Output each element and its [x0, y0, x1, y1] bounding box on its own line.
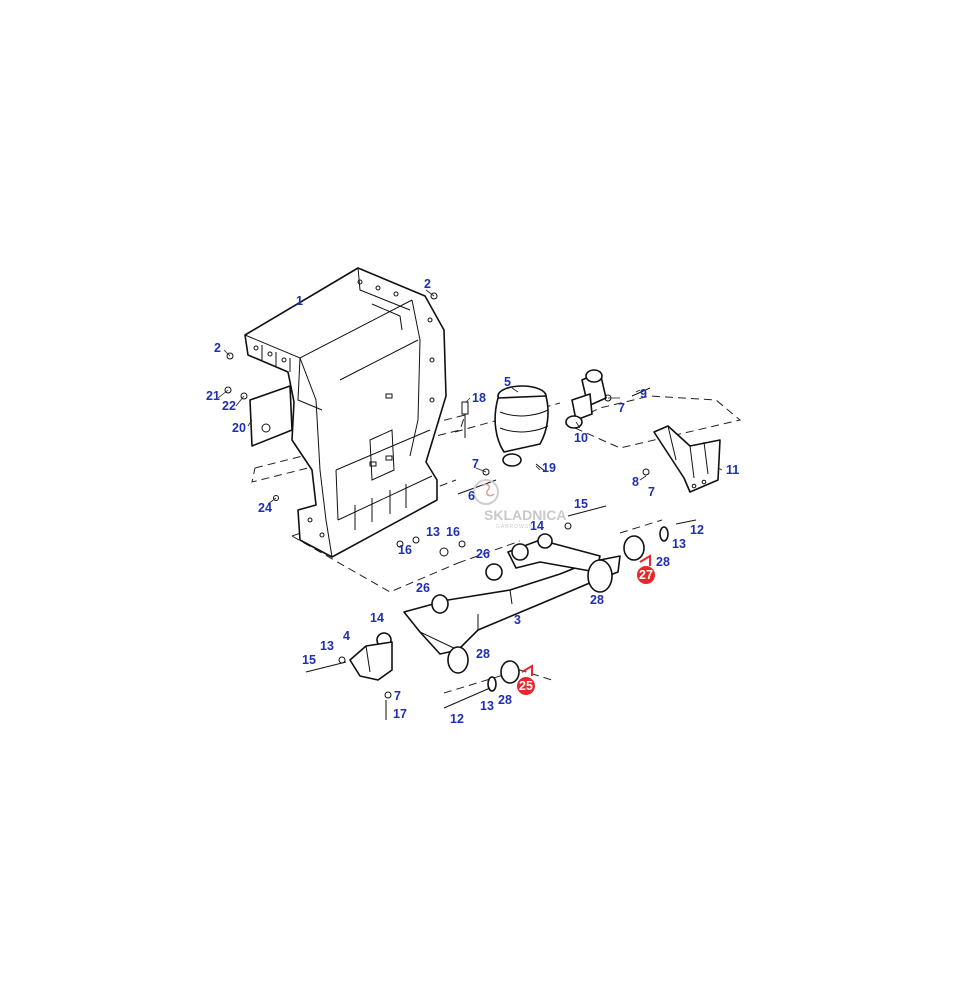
callout-7-spring[interactable]: 7 [472, 457, 479, 471]
callout-13-lower[interactable]: 13 [480, 699, 494, 713]
watermark: SKLADNICA GABROWSKI [473, 479, 566, 530]
callout-21[interactable]: 21 [206, 389, 220, 403]
callout-28-upper-right[interactable]: 28 [656, 555, 670, 569]
callout-14-lower[interactable]: 14 [370, 611, 384, 625]
callout-28-lower[interactable]: 28 [498, 693, 512, 707]
air-spring-part [494, 385, 549, 467]
callout-28-right[interactable]: 28 [590, 593, 604, 607]
callout-26-lower[interactable]: 26 [416, 581, 430, 595]
callout-12-right[interactable]: 12 [690, 523, 704, 537]
callout-5[interactable]: 5 [504, 375, 511, 389]
callout-3[interactable]: 3 [514, 613, 521, 627]
callout-14-upper[interactable]: 14 [530, 519, 544, 533]
mounting-plate-part [249, 385, 293, 447]
shock-absorber-part [565, 369, 607, 429]
callout-27-label: 27 [639, 568, 653, 582]
highlight-callout-27[interactable]: 27 [637, 554, 655, 584]
callout-20[interactable]: 20 [232, 421, 246, 435]
callout-26-upper[interactable]: 26 [476, 547, 490, 561]
callout-24[interactable]: 24 [258, 501, 272, 515]
callout-7-bracket[interactable]: 7 [648, 485, 655, 499]
callout-9[interactable]: 9 [640, 387, 647, 401]
bolt-parts [224, 292, 697, 720]
callout-8[interactable]: 8 [632, 475, 639, 489]
leader-lines [217, 289, 723, 505]
bushing-parts [376, 526, 669, 692]
callout-2-left[interactable]: 2 [214, 341, 221, 355]
callout-22[interactable]: 22 [222, 399, 236, 413]
callout-11[interactable]: 11 [726, 463, 739, 477]
callout-16-right[interactable]: 16 [446, 525, 460, 539]
callout-16-left[interactable]: 16 [398, 543, 412, 557]
callout-7-lower[interactable]: 7 [394, 689, 401, 703]
callout-1[interactable]: 1 [296, 294, 303, 308]
watermark-subtext: GABROWSKI [496, 524, 536, 530]
part-callouts: 1 2 2 3 4 5 6 7 7 7 7 8 9 10 11 12 12 13… [206, 277, 739, 726]
callout-25-label: 25 [519, 679, 533, 693]
callout-13-right[interactable]: 13 [672, 537, 686, 551]
lower-bracket-part [349, 641, 393, 681]
callout-7-shock[interactable]: 7 [618, 401, 625, 415]
callout-15-upper[interactable]: 15 [574, 497, 588, 511]
spring-bracket-part [653, 425, 721, 493]
callout-10[interactable]: 10 [574, 431, 588, 445]
watermark-text: SKLADNICA [484, 507, 566, 523]
callout-15-lower[interactable]: 15 [302, 653, 316, 667]
callout-19[interactable]: 19 [542, 461, 556, 475]
callout-28-middle[interactable]: 28 [476, 647, 490, 661]
callout-2-top[interactable]: 2 [424, 277, 431, 291]
callout-4[interactable]: 4 [343, 629, 350, 643]
highlight-callout-25[interactable]: 25 [517, 664, 535, 695]
callout-18[interactable]: 18 [472, 391, 486, 405]
frame-bracket-part [244, 267, 447, 558]
callout-13-left[interactable]: 13 [320, 639, 334, 653]
callout-13-frame[interactable]: 13 [426, 525, 440, 539]
callout-17[interactable]: 17 [393, 707, 407, 721]
callout-12-lower[interactable]: 12 [450, 712, 464, 726]
callout-6[interactable]: 6 [468, 489, 475, 503]
